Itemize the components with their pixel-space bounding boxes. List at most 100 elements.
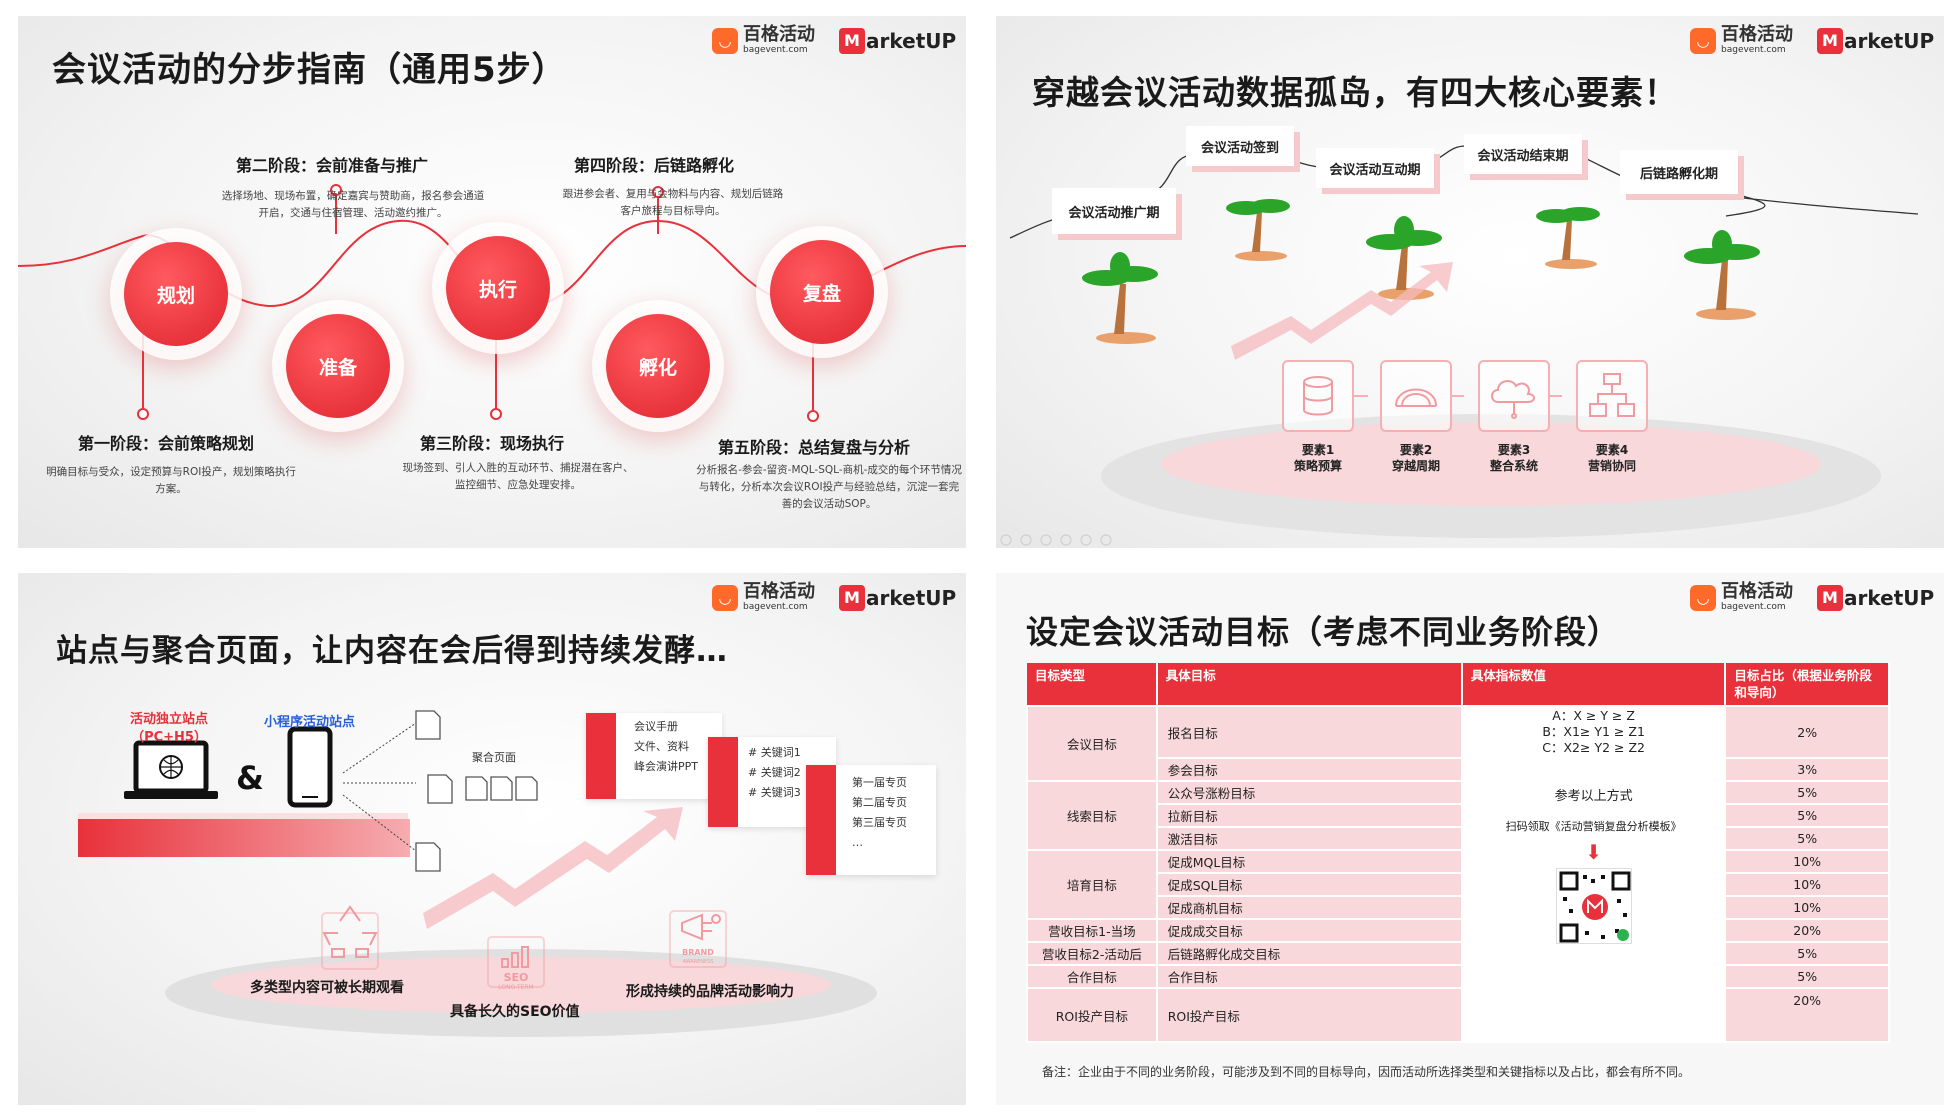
table-row: 培育目标 促成MQL目标 10% [1026, 849, 1890, 920]
header-goal-type: 目标类型 [1027, 663, 1158, 706]
marketup-logo: M arketUP [839, 584, 956, 611]
table-row: 参会目标 参考以上方式 扫码领取《活动营销复盘分析模板》 ⬇ [1027, 757, 1890, 1043]
circle-plan: 规划 [124, 242, 228, 346]
site-miniapp-label: 小程序活动站点 [264, 715, 356, 730]
benefit-long-term-viewing: 多类型内容可被长期观看 [250, 980, 404, 996]
site-pc-label: 活动独立站点（PC+H5） [130, 712, 209, 745]
phase2-desc: 选择场地、现场布置，确定嘉宾与赞助商，报名参会通道开启，交通与住宿管理、活动邀约… [221, 190, 485, 219]
doc-card-editions-list: 第一届专页第二届专页第三届专页… [852, 776, 907, 849]
island-scene [1000, 145, 1919, 546]
marketup-mark-icon: M [839, 27, 865, 54]
seo-text: SEO [504, 971, 529, 984]
recycle-icon [322, 905, 378, 958]
circle-prepare: 准备 [286, 314, 390, 418]
goal-table: 目标类型 具体目标 具体指标数值 目标占比（根据业务阶段和导向） 会议目标 报名… [1026, 663, 1890, 1043]
table-row: 营收目标2-活动后 后链路孵化成交目标 5% [1026, 941, 1890, 966]
circle-execute: 执行 [446, 236, 550, 340]
slide3-title: 站点与聚合页面，让内容在会后得到持续发酵… [56, 633, 728, 669]
database-icon [1282, 360, 1354, 432]
slide2-title: 穿越会议活动数据孤岛，有四大核心要素！ [1032, 73, 1678, 112]
megaphone-icon [681, 913, 721, 941]
cloud-icon [1478, 360, 1550, 432]
benefit-seo: 具备长久的SEO价值 [450, 1004, 580, 1020]
marketup-logo: M arketUP [1817, 27, 1934, 54]
stage-promotion: 会议活动推广期 [1052, 188, 1176, 234]
org-chart-icon [1576, 360, 1648, 432]
benefit-brand-influence: 形成持续的品牌活动影响力 [626, 984, 794, 1000]
circle-incubate: 孵化 [606, 314, 710, 418]
doc-card-keywords-list: # 关键词1# 关键词2# 关键词3 [748, 746, 801, 799]
marketup-mark-icon: M [839, 584, 865, 611]
seo-sub-text: LONG-TERM [498, 984, 533, 991]
stage-checkin: 会议活动签到 [1186, 126, 1294, 166]
table-row: 拉新目标 5% [1027, 803, 1890, 828]
phase4-desc: 跟进参会者、复用与会物料与内容、规划后链路客户旅程与目标导向。 [562, 188, 784, 217]
table-row: 营收目标1-当场 促成成交目标 20% [1026, 918, 1890, 943]
slide1-title: 会议活动的分步指南（通用5步） [52, 50, 567, 90]
seo-chart-icon [501, 946, 529, 968]
marketup-mark-icon: M [1817, 584, 1843, 611]
phase1-desc: 明确目标与受众，设定预算与ROI投产，规划策略执行方案。 [46, 466, 296, 495]
qr-code-icon [1555, 868, 1632, 944]
table-row: 促成商机目标 10% [1027, 895, 1890, 920]
marketup-logo: M arketUP [839, 27, 956, 54]
stage-interaction: 会议活动互动期 [1316, 148, 1434, 188]
doc-card-editions: 第一届专页第二届专页第三届专页… [806, 765, 936, 875]
qr-reference-cell: 参考以上方式 扫码领取《活动营销复盘分析模板》 ⬇ [1460, 757, 1727, 1043]
phase3-desc: 现场签到、引人入胜的互动环节、捕捉潜在客户、监控细节、应急处理安排。 [402, 462, 634, 491]
phase5-desc: 分析报名-参会-留资-MQL-SQL-商机-成交的每个环节情况与转化，分析本次会… [696, 464, 962, 510]
site-scene: SEO LONG-TERM BRAND AWARENESS [78, 710, 877, 1037]
doc-card-materials-list: 会议手册文件、资料峰会演讲PPT [634, 720, 698, 773]
phase2-title: 第二阶段：会前准备与推广 [236, 156, 429, 175]
table-row: 线索目标 公众号涨粉目标 5% [1026, 780, 1890, 851]
slide4-title: 设定会议活动目标（考虑不同业务阶段） [1026, 613, 1621, 651]
footnote: 备注：企业由于不同的业务阶段，可能涉及到不同的目标导向，因而活动所选择类型和关键… [1042, 1065, 1691, 1079]
header-goal-share: 目标占比（根据业务阶段和导向） [1725, 663, 1890, 706]
bagevent-mark-icon: ◡ [712, 584, 738, 611]
laptop-icon [124, 740, 218, 799]
marketup-logo: M arketUP [1817, 584, 1934, 611]
footer-toolbar-icons [1000, 534, 1112, 546]
table-row: 促成SQL目标 10% [1027, 872, 1890, 897]
phone-icon [287, 726, 333, 808]
table-row: 激活目标 5% [1027, 826, 1890, 851]
stage-end: 会议活动结束期 [1464, 134, 1582, 174]
bagevent-mark-icon: ◡ [712, 27, 738, 54]
phase4-title: 第四阶段：后链路孵化 [574, 156, 735, 175]
phase3-title: 第三阶段：现场执行 [420, 434, 565, 453]
stage-incubation: 后链路孵化期 [1620, 150, 1738, 194]
doc-card-materials: 会议手册文件、资料峰会演讲PPT [586, 713, 722, 799]
phase1-title: 第一阶段：会前策略规划 [78, 434, 255, 453]
table-row: 合作目标 合作目标 5% [1026, 964, 1890, 989]
doc-stack-icons [415, 710, 538, 872]
aggregate-page-label: 聚合页面 [472, 751, 516, 764]
header-specific-goal: 具体目标 [1156, 663, 1463, 706]
phase5-title: 第五阶段：总结复盘与分析 [718, 438, 911, 457]
bagevent-mark-icon: ◡ [1690, 584, 1716, 611]
ampersand: & [236, 759, 264, 797]
cycle-arc-icon [1380, 360, 1452, 432]
brand-sub-text: AWARENESS [682, 959, 713, 965]
arrow-down-icon: ⬇ [1585, 840, 1602, 864]
bagevent-mark-icon: ◡ [1690, 27, 1716, 54]
header-metric-value: 具体指标数值 [1461, 663, 1727, 706]
brand-text: BRAND [682, 948, 714, 957]
